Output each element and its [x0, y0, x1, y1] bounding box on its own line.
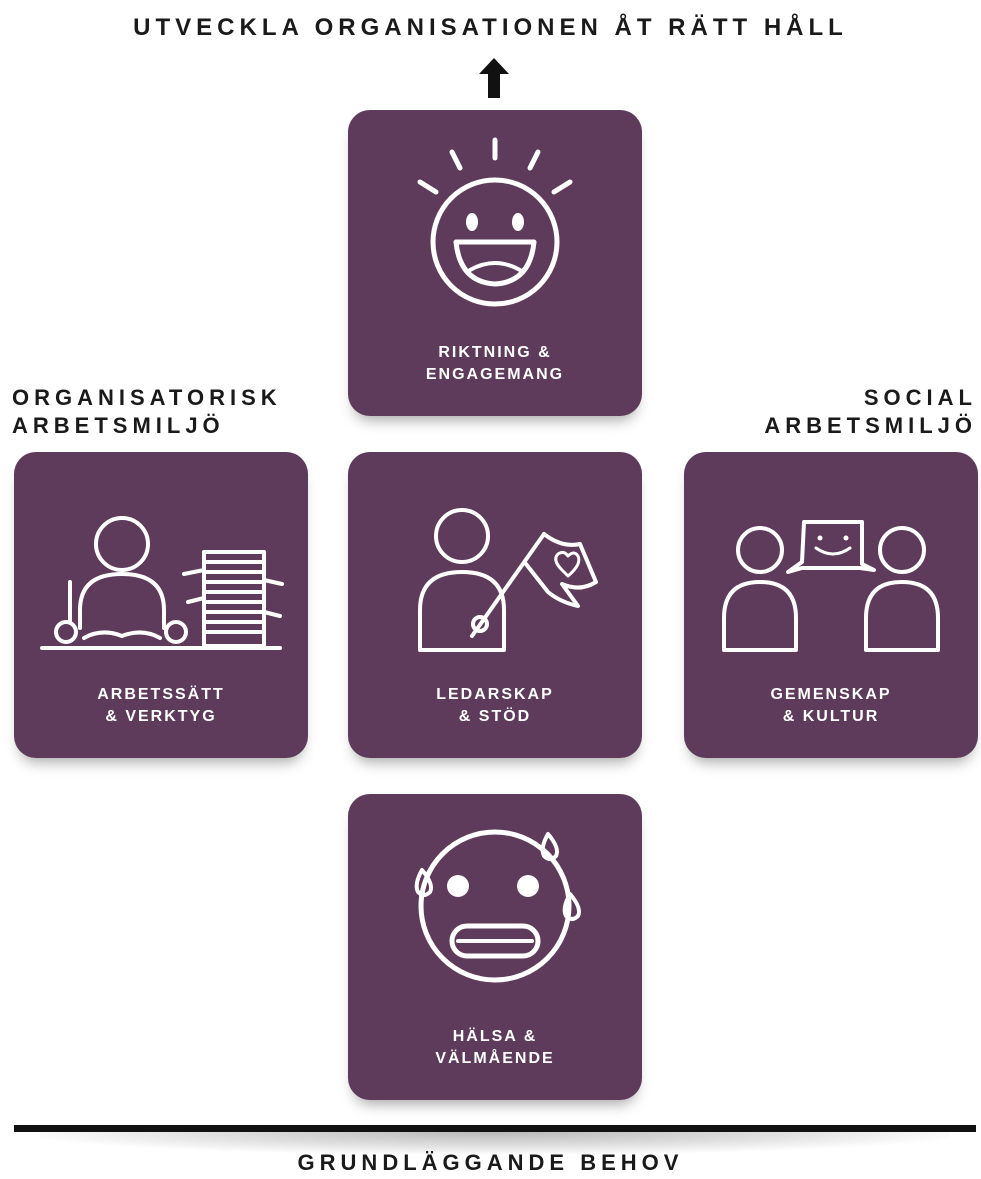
- social-environment-label: SOCIAL ARBETSMILJÖ: [764, 385, 977, 438]
- happy-sun-face-icon: [417, 137, 573, 307]
- card-label: HÄLSA & VÄLMÅENDE: [435, 1028, 555, 1067]
- stressed-sweating-face-icon: [414, 829, 581, 983]
- person-at-desk-with-papers-icon: [40, 516, 284, 650]
- card-direction-engagement: RIKTNING & ENGAGEMANG: [348, 110, 642, 416]
- arrow-up-icon: [479, 58, 509, 98]
- card-ways-of-working-tools: ARBETSSÄTT & VERKTYG: [14, 452, 308, 758]
- card-health-wellbeing: HÄLSA & VÄLMÅENDE: [348, 794, 642, 1100]
- base-shadow: [40, 1132, 950, 1154]
- base-line: [14, 1125, 976, 1132]
- card-label: LEDARSKAP & STÖD: [436, 686, 554, 725]
- card-label: GEMENSKAP & KULTUR: [770, 686, 892, 725]
- top-title: UTVECKLA ORGANISATIONEN ÅT RÄTT HÅLL: [133, 14, 848, 41]
- card-label: ARBETSSÄTT & VERKTYG: [97, 686, 225, 725]
- card-community-culture: GEMENSKAP & KULTUR: [684, 452, 978, 758]
- two-people-chatting-icon: [722, 520, 940, 652]
- organisational-environment-label: ORGANISATORISK ARBETSMILJÖ: [12, 385, 282, 438]
- card-label: RIKTNING & ENGAGEMANG: [425, 344, 565, 383]
- card-leadership-support: LEDARSKAP & STÖD: [348, 452, 642, 758]
- bottom-title: GRUNDLÄGGANDE BEHOV: [297, 1150, 684, 1175]
- person-with-heart-flag-icon: [418, 508, 598, 652]
